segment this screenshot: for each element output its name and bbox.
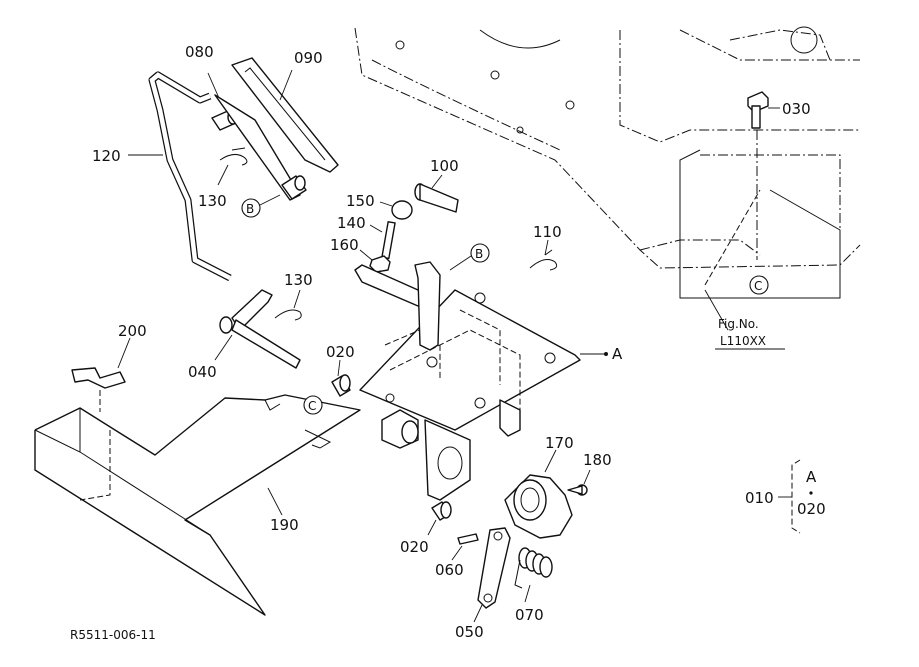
part-200-spring-clip [71,337,131,412]
label-130-mid: 130 [284,271,313,289]
control-lever [354,261,441,351]
part-020-bushing-low [427,501,452,536]
part-140-bolt [369,221,396,260]
label-170: 170 [545,434,574,452]
label-050: 050 [455,623,484,641]
ref-circle-b-mid: B [449,243,490,271]
fig-no-callout: Fig.No. L110XX [704,289,785,350]
svg-text:B: B [475,247,483,261]
label-020-mid: 020 [326,343,355,361]
label-090: 090 [294,49,323,67]
label-020-low: 020 [400,538,429,556]
part-050-link [473,527,511,623]
part-030-bolt [747,91,780,260]
label-030: 030 [782,100,811,118]
part-100-pin [414,174,459,213]
label-110: 110 [533,223,562,241]
ref-circle-c-right: C [749,275,769,295]
label-a-main: A [612,345,623,363]
label-040: 040 [188,363,217,381]
part-120-rod [128,71,232,282]
part-180-screw [567,469,591,496]
fig-no-label: Fig.No. [718,317,759,331]
fig-code-label: L110XX [720,334,766,348]
part-130-clip-top [217,147,248,186]
label-180: 180 [583,451,612,469]
ref-circle-b-top: B [241,194,281,218]
label-070: 070 [515,606,544,624]
part-060-pin [451,533,479,561]
frame-support-block [679,149,841,299]
part-020-bushing-mid [331,359,351,397]
legend-010: 010 [745,489,774,507]
label-200: 200 [118,322,147,340]
part-160-nut [359,249,391,273]
bushing-b [281,175,307,200]
label-100: 100 [430,157,459,175]
part-110-clip [529,239,558,271]
chassis-frame-outline [354,26,861,269]
part-170-switch [504,449,573,539]
assembly-legend: 010 A 020 [745,459,826,534]
label-120: 120 [92,147,121,165]
label-160: 160 [330,236,359,254]
svg-text:C: C [754,279,762,293]
label-150: 150 [346,192,375,210]
label-130-top: 130 [198,192,227,210]
label-080: 080 [185,43,214,61]
legend-a: A [806,468,817,486]
legend-020: 020 [797,500,826,518]
part-150-cap [379,200,413,220]
part-040-pivot-arm [214,289,301,369]
ref-circle-c-plate: C [303,395,323,415]
label-060: 060 [435,561,464,579]
svg-text:B: B [246,202,254,216]
svg-text:C: C [308,399,316,413]
part-070-spring [514,547,553,603]
label-140: 140 [337,214,366,232]
part-190-cover-plate [34,394,361,616]
label-190: 190 [270,516,299,534]
lower-bracket [381,409,471,501]
part-130-clip-mid [274,289,302,321]
drawing-code: R5511-006-11 [70,628,156,642]
part-090-pedal [214,57,339,201]
